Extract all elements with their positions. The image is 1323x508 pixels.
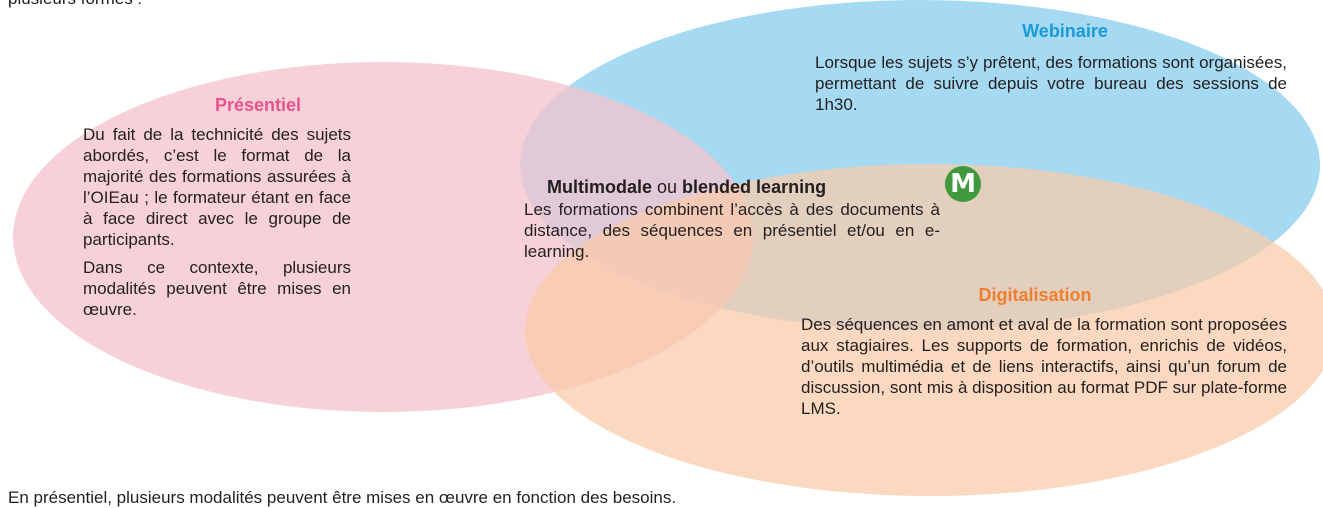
- webinaire-title: Webinaire: [1022, 21, 1108, 41]
- presentiel-description: Du fait de la technicité des sujets abor…: [83, 124, 351, 320]
- presentiel-title: Présentiel: [214, 95, 302, 115]
- presentiel-paragraph-1: Du fait de la technicité des sujets abor…: [83, 125, 351, 249]
- multimodal-description: Les formations combinent l’accès à des d…: [524, 199, 940, 262]
- digitalisation-description: Des séquences en amont et aval de la for…: [801, 314, 1287, 419]
- multimodal-paragraph: Les formations combinent l’accès à des d…: [524, 200, 940, 261]
- multimodal-title-main: Multimodale: [547, 177, 653, 197]
- webinaire-paragraph-1: Lorsque les sujets s’y prêtent, des form…: [815, 53, 1287, 114]
- digitalisation-paragraph-1: Des séquences en amont et aval de la for…: [801, 315, 1287, 418]
- multimodal-title: Multimodale ou blended learning: [547, 177, 826, 198]
- digitalisation-title: Digitalisation: [978, 285, 1092, 305]
- bottom-cut-text: En présentiel, plusieurs modalités peuve…: [8, 488, 677, 507]
- webinaire-description: Lorsque les sujets s’y prêtent, des form…: [815, 52, 1287, 115]
- digitalisation-ellipse: [525, 164, 1323, 496]
- top-cut-text: plusieurs formes :: [8, 0, 142, 9]
- multimodal-title-connector: ou: [652, 177, 683, 197]
- presentiel-paragraph-2: Dans ce contexte, plusieurs modalités pe…: [83, 258, 351, 319]
- multimodal-title-alt: blended learning: [682, 177, 827, 197]
- multimodal-badge-icon: M: [945, 166, 981, 202]
